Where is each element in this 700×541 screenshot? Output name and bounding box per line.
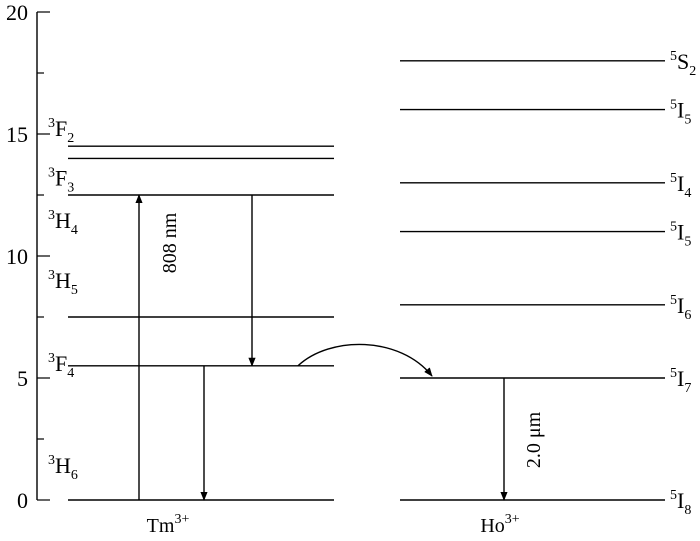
state-spin: 5 [670,98,677,113]
state-spin: 5 [670,49,677,64]
state-j: 5 [684,235,691,250]
state-term: F [55,351,67,376]
state-term: H [55,453,71,478]
state-j: 7 [684,381,691,396]
y-tick-label: 20 [6,0,28,25]
ion-label-ho: Ho3+ [480,512,519,537]
label-emit-ho: 2.0 μm [523,411,545,468]
state-j: 2 [67,131,74,146]
energy-levels [68,60,665,501]
state-term: I [677,98,684,123]
state-j: 4 [67,366,74,381]
label-pump: 808 nm [159,212,181,273]
state-spin: 5 [670,366,677,381]
y-tick-label: 15 [6,122,28,147]
state-label-ho-5S2: 5S2 [670,49,696,79]
state-term: H [55,268,71,293]
state-spin: 5 [670,171,677,186]
state-j: 2 [689,64,696,79]
state-label-tm-3H6: 3H6 [48,453,78,483]
state-label-ho-5I4: 5I4 [670,171,691,201]
state-spin: 3 [48,208,55,223]
state-j: 6 [684,308,691,323]
ion-name: Tm [147,515,175,537]
state-j: 6 [71,468,78,483]
state-j: 4 [71,223,78,238]
state-label-tm-3F3: 3F3 [48,165,74,195]
state-term: I [677,488,684,513]
state-label-ho-5I7: 5I7 [670,366,691,396]
state-spin: 5 [670,488,677,503]
state-term: I [677,293,684,318]
ion-charge: 3+ [505,512,520,527]
state-label-tm-3F2: 3F2 [48,116,74,146]
state-label-ho-5I6: 5I6 [670,293,691,323]
state-label-tm-3H5: 3H5 [48,268,78,298]
y-tick-label: 5 [17,366,28,391]
state-term: S [677,49,689,74]
ion-name: Ho [480,515,504,537]
y-tick-label: 0 [17,488,28,513]
state-spin: 3 [48,351,55,366]
state-label-tm-3F4: 3F4 [48,351,74,381]
transitions: 808 nm 2.0 μm [135,194,545,501]
state-term: F [55,116,67,141]
state-j: 3 [67,180,74,195]
state-term: I [677,220,684,245]
state-label-tm-3H4: 3H4 [48,208,78,238]
ion-label-tm: Tm3+ [147,512,190,537]
state-spin: 5 [670,220,677,235]
state-spin: 3 [48,116,55,131]
state-term: I [677,171,684,196]
state-j: 5 [684,113,691,128]
ion-labels: Tm3+Ho3+ [147,512,520,537]
state-term: I [677,366,684,391]
state-spin: 3 [48,165,55,180]
state-term: F [55,165,67,190]
y-tick-label: 10 [6,244,28,269]
state-label-ho-5I5: 5I5 [670,220,691,250]
state-j: 5 [71,283,78,298]
state-spin: 3 [48,268,55,283]
arrow-transfer [297,343,433,377]
y-axis: 0 5 10 15 20 [6,0,50,513]
state-j: 8 [684,503,691,518]
state-spin: 3 [48,453,55,468]
state-j: 4 [684,186,691,201]
state-label-ho-5I8: 5I8 [670,488,691,518]
state-spin: 5 [670,293,677,308]
state-label-ho-5I5b: 5I5 [670,98,691,128]
ion-charge: 3+ [174,512,189,527]
state-term: H [55,208,71,233]
